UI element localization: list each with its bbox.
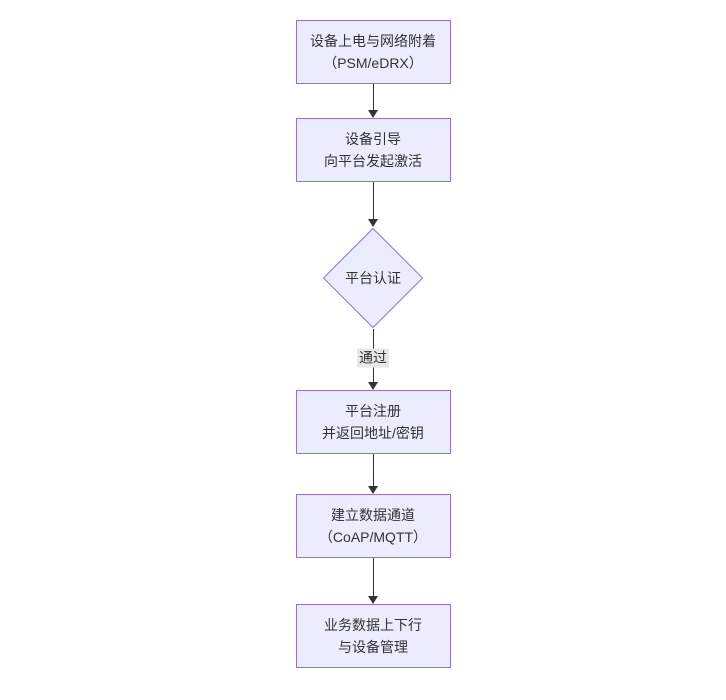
- edge-n5-n6: [293, 558, 453, 604]
- arrow-head-icon: [368, 110, 378, 118]
- arrow-line: [372, 182, 374, 220]
- node-text-line: 业务数据上下行: [324, 617, 422, 633]
- node-text-line: （PSM/eDRX）: [323, 55, 423, 71]
- decision-label: 平台认证: [345, 270, 401, 286]
- node-business-data-device-mgmt: 业务数据上下行 与设备管理: [295, 604, 451, 668]
- node-text-line: 平台注册: [345, 403, 401, 419]
- node-text-line: 与设备管理: [338, 639, 408, 655]
- edge-n3-n4: 通过: [293, 329, 453, 390]
- edge-n4-n5: [293, 454, 453, 494]
- node-platform-register-return-keys: 平台注册 并返回地址/密钥: [295, 390, 451, 454]
- arrow-line: [372, 558, 374, 597]
- arrow-head-icon: [368, 596, 378, 604]
- arrow-line: [372, 454, 374, 487]
- node-text-line: 设备引导: [345, 131, 401, 147]
- node-text-line: 向平台发起激活: [324, 153, 422, 169]
- arrow-head-icon: [368, 382, 378, 390]
- edge-label-pass: 通过: [357, 348, 389, 368]
- arrow-line: [372, 84, 374, 111]
- node-device-bootstrap-activate: 设备引导 向平台发起激活: [295, 118, 451, 182]
- edge-n1-n2: [293, 84, 453, 118]
- edge-n2-n3: [293, 182, 453, 227]
- node-text-line: 设备上电与网络附着: [310, 33, 436, 49]
- node-text-line: 建立数据通道: [331, 507, 415, 523]
- node-text-line: （CoAP/MQTT）: [318, 529, 428, 545]
- arrow-head-icon: [368, 219, 378, 227]
- decision-platform-auth: 平台认证: [321, 227, 425, 329]
- node-establish-data-channel: 建立数据通道 （CoAP/MQTT）: [295, 494, 451, 558]
- arrow-head-icon: [368, 486, 378, 494]
- flowchart-column: 设备上电与网络附着 （PSM/eDRX） 设备引导 向平台发起激活 平台认证 通…: [293, 20, 453, 668]
- node-text-line: 并返回地址/密钥: [322, 425, 424, 441]
- node-device-power-network-attach: 设备上电与网络附着 （PSM/eDRX）: [295, 20, 451, 84]
